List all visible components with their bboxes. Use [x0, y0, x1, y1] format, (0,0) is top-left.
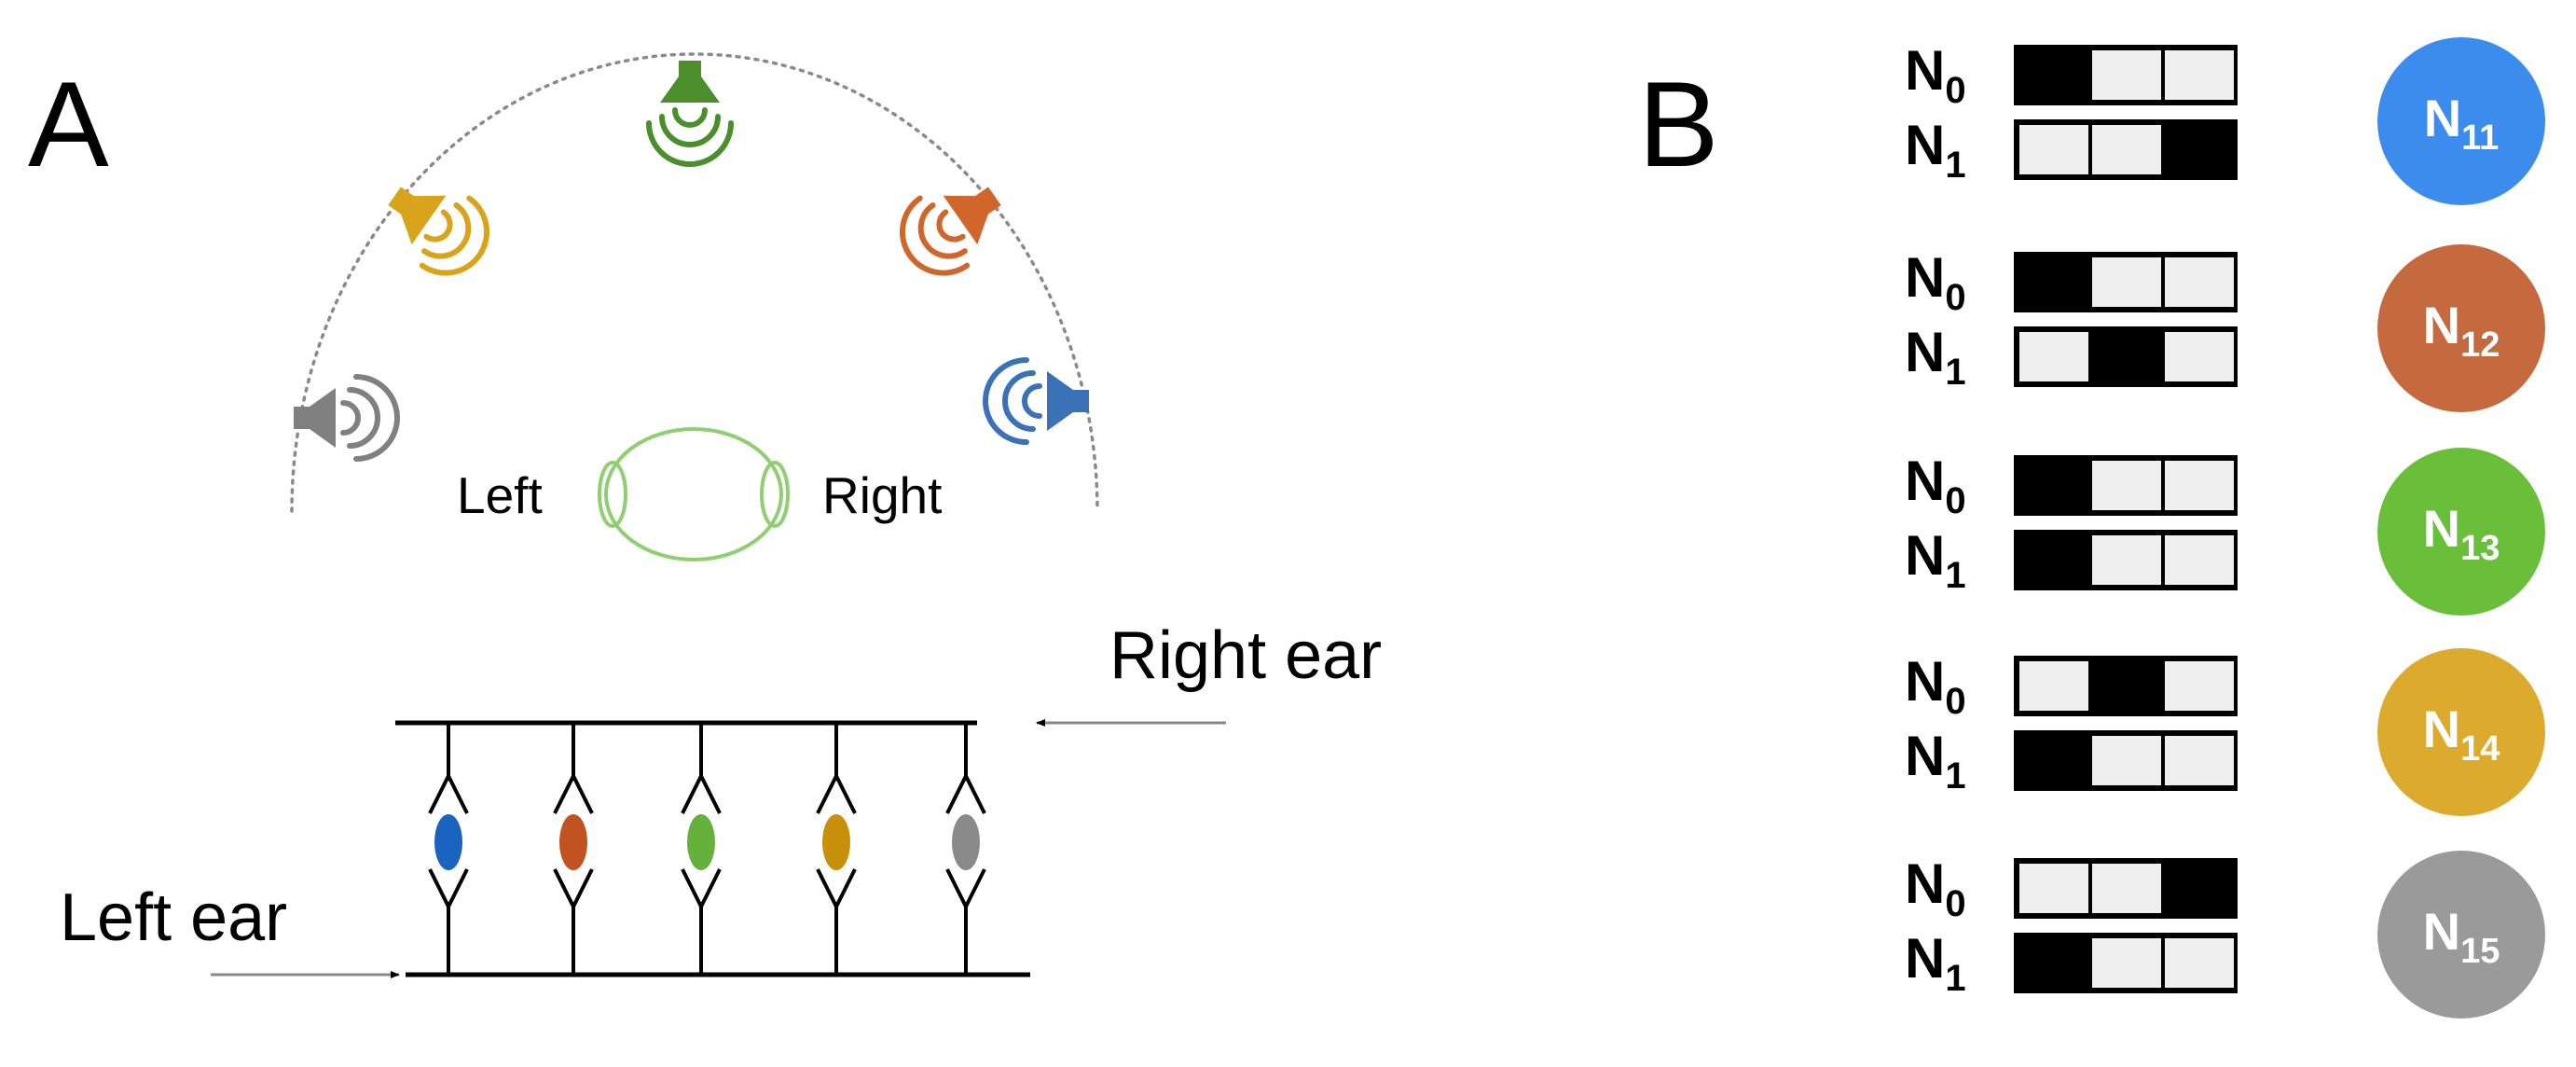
n1-label: N1 [1905, 725, 1966, 797]
pattern-cell-off [2092, 125, 2161, 174]
panel-a-letter: A [28, 56, 109, 192]
n0-pattern [2014, 455, 2238, 516]
pattern-cell-off [2165, 50, 2234, 100]
neuron-circle-label: N14 [2423, 700, 2500, 769]
pattern-cell-off [2165, 257, 2234, 307]
n0-label: N0 [1905, 246, 1966, 318]
pattern-cell-on [2092, 661, 2161, 711]
pattern-cell-off [2165, 535, 2234, 585]
neuron-circle: N13 [2377, 448, 2545, 616]
coincidence-neuron [553, 723, 594, 975]
neuron-body [952, 814, 980, 870]
neuron-circle: N15 [2377, 851, 2545, 1018]
n0-pattern [2014, 252, 2238, 312]
pattern-cell-off [2165, 332, 2234, 381]
pattern-cell-on [2165, 864, 2234, 913]
panel-b-letter: B [1638, 56, 1719, 192]
neuron-body [822, 814, 850, 870]
speakers-group [294, 61, 1089, 462]
pattern-cell-off [2092, 736, 2161, 785]
n0-pattern [2014, 858, 2238, 919]
pattern-cell-on [2019, 535, 2088, 585]
neuron-body [559, 814, 587, 870]
head-icon [598, 427, 790, 561]
neuron-circle-label: N11 [2424, 89, 2500, 158]
head-right-label: Right [822, 466, 942, 524]
pattern-cell-on [2019, 461, 2088, 510]
n1-label: N1 [1905, 927, 1966, 999]
n1-label: N1 [1905, 114, 1966, 186]
neuron-circle-label: N15 [2423, 902, 2500, 971]
speaker-yellow-icon [388, 187, 490, 276]
pattern-cell-off [2165, 938, 2234, 988]
pattern-cell-off [2165, 736, 2234, 785]
n1-pattern [2014, 119, 2238, 180]
n1-label: N1 [1905, 321, 1966, 393]
neuron-circle: N14 [2377, 648, 2545, 816]
speaker-gray-icon [294, 374, 400, 462]
pattern-cell-off [2019, 332, 2088, 381]
pattern-cell-on [2019, 736, 2088, 785]
pattern-cell-on [2165, 125, 2234, 174]
right-ear-label: Right ear [1109, 618, 1382, 693]
neuron-body [434, 814, 462, 870]
pattern-cell-off [2019, 661, 2088, 711]
coincidence-neuron [945, 723, 986, 975]
neuron-circle-label: N13 [2423, 499, 2500, 568]
speaker-arc [290, 52, 1099, 513]
speaker-green-icon [646, 61, 734, 167]
n0-label: N0 [1905, 650, 1966, 722]
pattern-cell-off [2092, 938, 2161, 988]
left-ear-label: Left ear [60, 880, 287, 955]
n0-pattern [2014, 45, 2238, 105]
n1-pattern [2014, 933, 2238, 993]
head-left-label: Left [457, 466, 543, 524]
pattern-cell-on [2092, 332, 2161, 381]
pattern-cell-off [2019, 864, 2088, 913]
coincidence-neuron [428, 723, 469, 975]
neuron-circle-label: N12 [2423, 296, 2500, 365]
pattern-cell-off [2092, 461, 2161, 510]
pattern-cell-off [2165, 461, 2234, 510]
n1-pattern [2014, 530, 2238, 590]
delay-line-circuit [211, 719, 1226, 978]
n0-pattern [2014, 656, 2238, 716]
pattern-cell-on [2019, 257, 2088, 307]
pattern-cell-on [2019, 50, 2088, 100]
n0-label: N0 [1905, 450, 1966, 521]
pattern-cell-on [2019, 938, 2088, 988]
pattern-cell-off [2092, 535, 2161, 585]
coincidence-neurons [428, 723, 986, 975]
n0-label: N0 [1905, 39, 1966, 111]
coincidence-neuron [681, 723, 722, 975]
speaker-orange-icon [899, 187, 1001, 276]
n1-pattern [2014, 730, 2238, 791]
pattern-cell-off [2165, 661, 2234, 711]
coincidence-neuron [816, 723, 857, 975]
pattern-cell-off [2092, 50, 2161, 100]
n1-label: N1 [1905, 524, 1966, 596]
n0-label: N0 [1905, 852, 1966, 924]
neuron-circle: N12 [2377, 244, 2545, 412]
neuron-circle: N11 [2377, 37, 2545, 205]
speaker-blue-icon [983, 357, 1089, 445]
neuron-body [687, 814, 715, 870]
pattern-cell-off [2092, 257, 2161, 307]
pattern-cell-off [2092, 864, 2161, 913]
pattern-cell-off [2019, 125, 2088, 174]
n1-pattern [2014, 326, 2238, 387]
